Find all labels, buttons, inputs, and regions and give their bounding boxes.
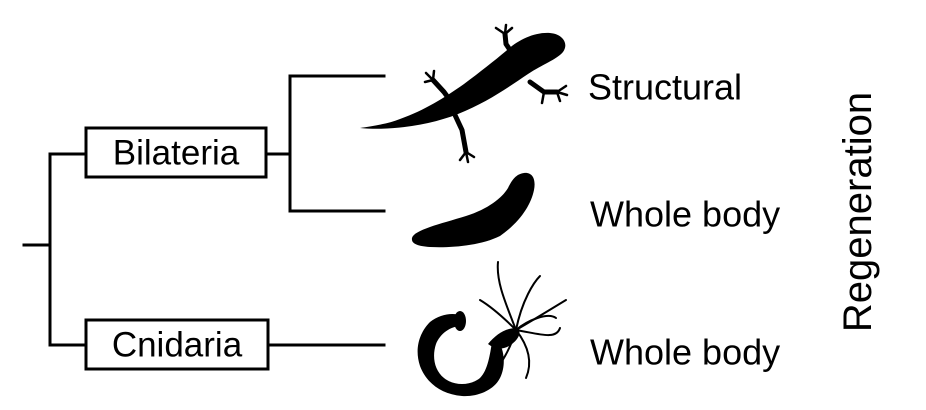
clade-node-bilateria: Bilateria bbox=[84, 126, 268, 179]
hydra-silhouette bbox=[417, 261, 567, 397]
clade-label-bilateria: Bilateria bbox=[113, 134, 240, 173]
regeneration-label-hydra: Whole body bbox=[590, 332, 780, 373]
clade-node-cnidaria: Cnidaria bbox=[84, 318, 270, 371]
regeneration-label-planarian: Whole body bbox=[590, 194, 780, 235]
planarian-silhouette bbox=[411, 172, 535, 248]
clade-box-cnidaria bbox=[84, 318, 270, 371]
tree-branches bbox=[22, 74, 386, 347]
clade-box-bilateria bbox=[84, 126, 268, 179]
regeneration-label-salamander: Structural bbox=[588, 67, 742, 108]
salamander-silhouette bbox=[360, 23, 569, 164]
clade-label-cnidaria: Cnidaria bbox=[112, 326, 243, 365]
regeneration-side-label: Regeneration bbox=[836, 92, 880, 332]
